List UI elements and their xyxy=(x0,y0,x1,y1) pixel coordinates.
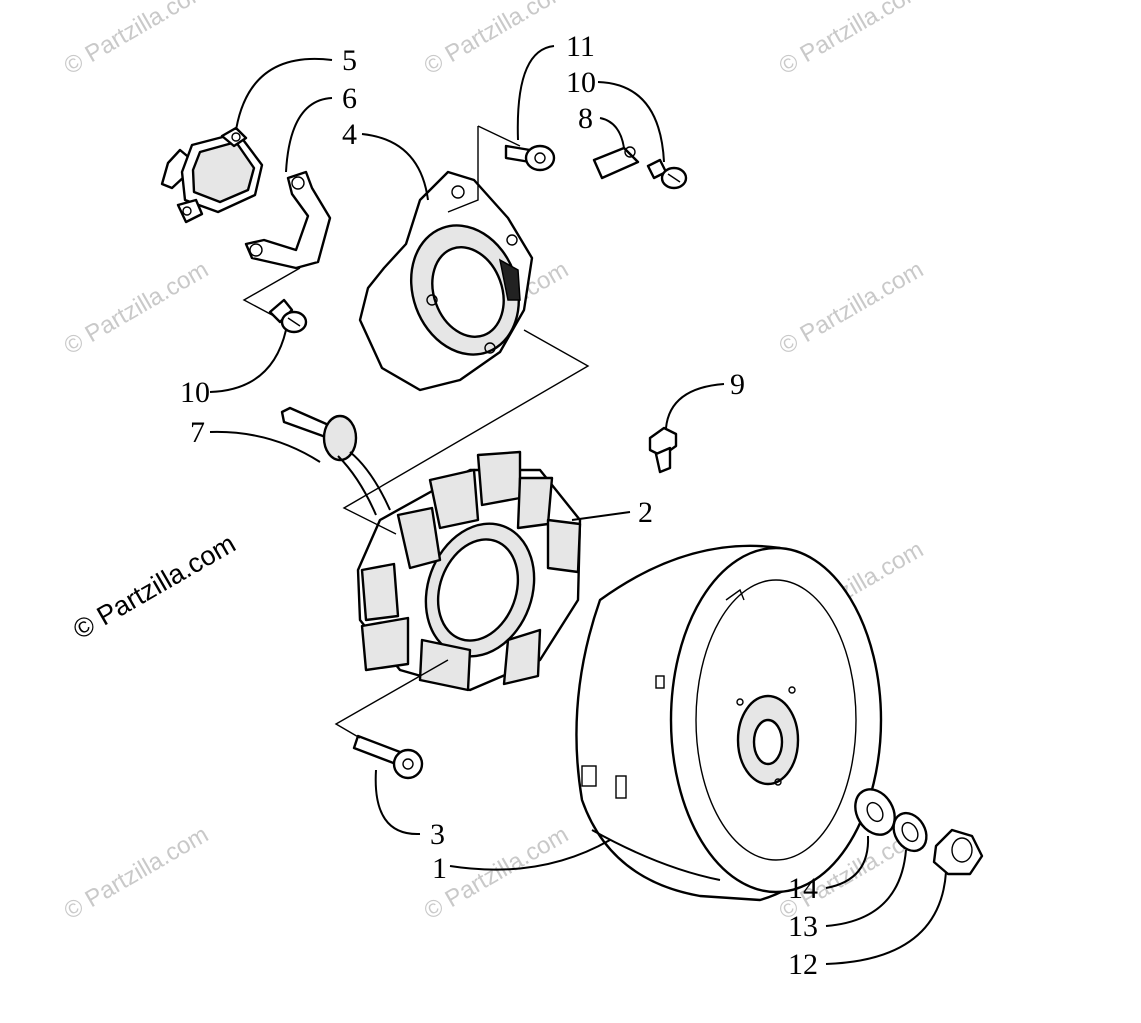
part-13-lock-washer xyxy=(892,811,928,853)
part-2-stator xyxy=(356,450,582,692)
callout-6: 6 xyxy=(342,82,357,115)
leader-lines xyxy=(209,45,947,965)
watermark: © Partzilla.com xyxy=(60,821,214,925)
callout-7: 7 xyxy=(190,416,205,449)
part-10-screw-left xyxy=(268,298,308,334)
copyright-watermark: © Partzilla.com xyxy=(68,528,241,645)
callout-11: 11 xyxy=(566,30,595,63)
callout-10: 10 xyxy=(566,66,596,99)
callout-1: 1 xyxy=(432,852,447,885)
part-9-bolt xyxy=(648,426,678,474)
callout-9: 9 xyxy=(730,368,745,401)
watermark: © Partzilla.com xyxy=(60,256,214,360)
part-10-screw-right xyxy=(646,158,688,190)
watermark: © Partzilla.com xyxy=(60,0,214,80)
part-14-washer xyxy=(854,788,896,836)
callout-4: 4 xyxy=(342,118,357,151)
watermark: © Partzilla.com xyxy=(775,0,929,80)
callout-13: 13 xyxy=(788,910,818,943)
callout-3: 3 xyxy=(430,818,445,851)
callout-8: 8 xyxy=(578,102,593,135)
part-4-stator-plate xyxy=(358,170,534,392)
part-3-bolt xyxy=(352,734,424,780)
part-11-bolt xyxy=(504,144,556,172)
part-7-wire-grommet xyxy=(280,406,391,516)
callout-2: 2 xyxy=(638,496,653,529)
part-8-tab xyxy=(592,146,640,180)
watermark: © Partzilla.com xyxy=(775,256,929,360)
callout-12: 12 xyxy=(788,948,818,981)
watermark: © Partzilla.com xyxy=(420,0,574,80)
part-6-bracket xyxy=(244,170,332,270)
part-1-flywheel xyxy=(575,544,883,902)
callout-10: 10 xyxy=(180,376,210,409)
callouts: 5 6 4 11 10 8 10 7 9 2 3 1 14 13 12 xyxy=(180,30,818,981)
callout-5: 5 xyxy=(342,44,357,77)
callout-14: 14 xyxy=(788,872,818,905)
part-5-ignition-module xyxy=(160,126,264,224)
part-12-nut xyxy=(932,828,984,876)
assembly-lines xyxy=(242,125,590,739)
